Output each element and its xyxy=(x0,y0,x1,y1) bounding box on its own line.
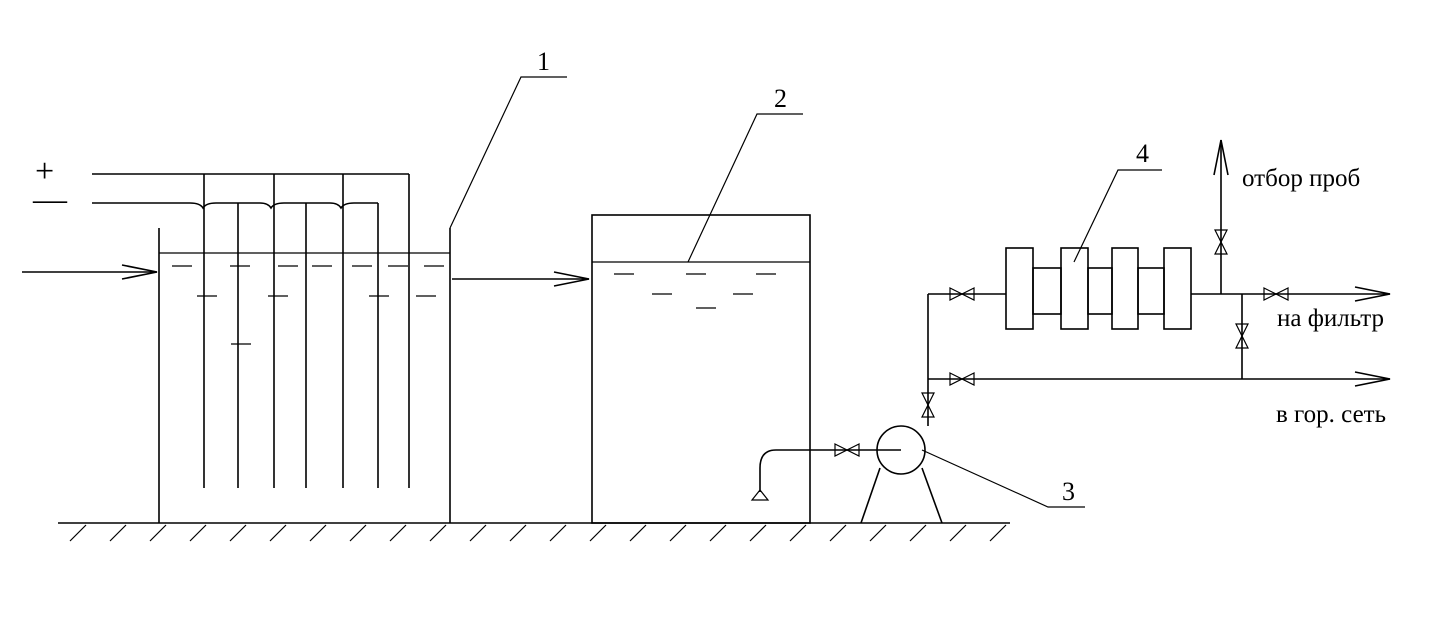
valve-crossover xyxy=(1235,323,1249,349)
label-1-leader: 1 xyxy=(449,47,567,229)
tank-2-storage: 2 xyxy=(591,84,811,524)
cathode-plates xyxy=(237,203,379,488)
transfer-arrow xyxy=(452,271,590,287)
valve-suction xyxy=(834,443,860,457)
tank-1-electrolyzer xyxy=(22,174,451,523)
sampling-label: отбор проб xyxy=(1242,165,1360,192)
pump: 3 xyxy=(750,425,1085,524)
filter-unit-4: 4 xyxy=(1005,139,1192,330)
label-2: 2 xyxy=(774,84,787,113)
valve-pump-outlet xyxy=(921,392,935,418)
valve-bypass xyxy=(949,372,975,386)
valve-to-filter xyxy=(1263,287,1289,301)
plus-sign: + xyxy=(35,153,54,190)
power-supply: + — xyxy=(32,153,409,218)
inlet-arrow xyxy=(22,264,158,280)
label-4: 4 xyxy=(1136,139,1149,168)
valve-filter-inlet xyxy=(949,287,975,301)
to-city-network-label: в гор. сеть xyxy=(1276,401,1386,428)
water-level-marks xyxy=(614,273,776,309)
label-1: 1 xyxy=(537,47,550,76)
anode-plates xyxy=(203,174,410,488)
label-3: 3 xyxy=(1062,477,1075,506)
discharge-piping xyxy=(921,139,1391,426)
to-filter-label: на фильтр xyxy=(1277,305,1384,332)
valve-sampling xyxy=(1214,229,1228,255)
water-level-marks xyxy=(172,265,444,345)
ground xyxy=(58,522,1010,542)
minus-sign: — xyxy=(32,181,68,218)
